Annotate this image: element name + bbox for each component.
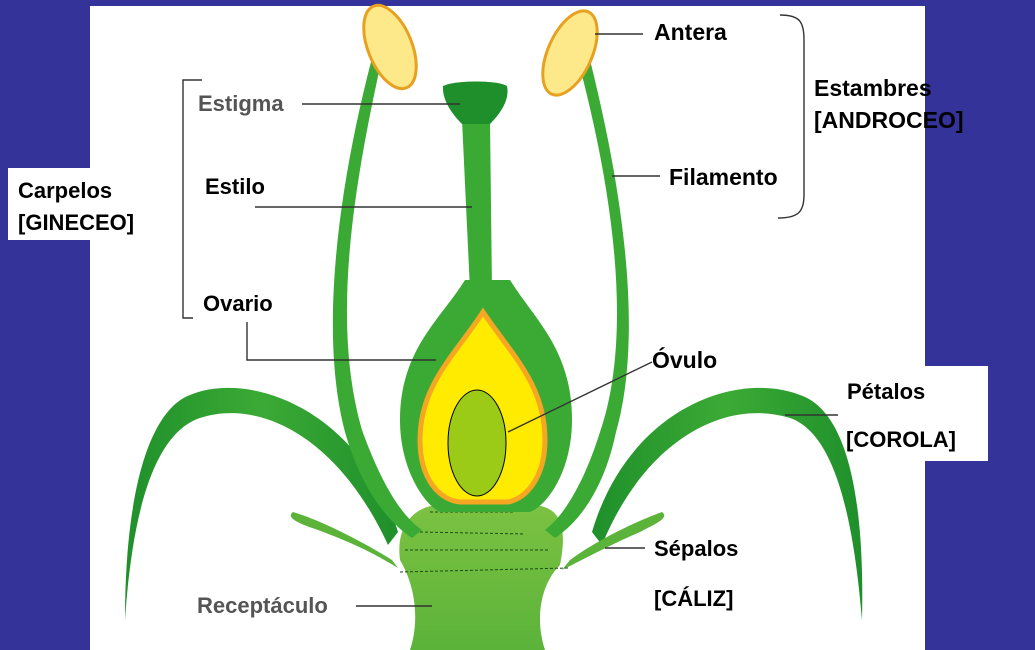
label-estambres: Estambres: [814, 75, 932, 101]
anther-left: [362, 3, 418, 91]
filament-left: [332, 58, 422, 538]
label-androceo: [ANDROCEO]: [814, 107, 964, 133]
label-carpelos: Carpelos: [18, 178, 113, 203]
bracket-carpelos: [182, 79, 202, 319]
label-filamento: Filamento: [669, 164, 778, 190]
label-estigma: Estigma: [198, 91, 284, 116]
label-ovario: Ovario: [203, 291, 273, 316]
label-estilo: Estilo: [205, 174, 265, 199]
bracket-estambres: [777, 14, 805, 219]
label-gineceo: [GINECEO]: [18, 210, 135, 235]
label-petalos: Pétalos: [847, 379, 926, 404]
sepal-left: [290, 512, 398, 568]
petal-left: [125, 387, 398, 620]
label-sepalos: Sépalos: [654, 536, 739, 561]
label-corola: [COROLA]: [846, 427, 956, 452]
leader-ovario: [246, 322, 436, 361]
label-ovulo: Óvulo: [652, 347, 718, 373]
stigma: [442, 81, 508, 124]
petal-right: [592, 387, 863, 620]
label-panel-left: [8, 168, 168, 240]
label-antera: Antera: [654, 19, 727, 45]
filament-right: [545, 60, 629, 538]
sepal-right: [562, 512, 665, 570]
receptacle-divider-2: [419, 531, 526, 535]
receptacle: [399, 505, 563, 650]
label-caliz: [CÁLIZ]: [654, 586, 734, 611]
ovule: [447, 389, 507, 497]
receptacle-divider-4: [399, 567, 569, 573]
label-receptaculo: Receptáculo: [197, 593, 328, 618]
style: [462, 120, 510, 300]
leader-ovulo: [507, 361, 653, 433]
anther-right: [541, 9, 599, 97]
